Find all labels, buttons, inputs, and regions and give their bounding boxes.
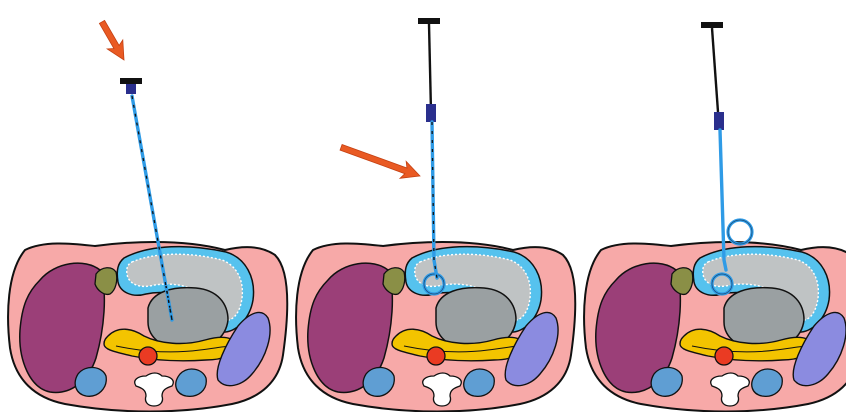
gallbladder	[671, 268, 693, 295]
pigtail-loop-outline	[728, 220, 752, 244]
gallbladder	[383, 268, 405, 295]
gallbladder	[95, 268, 117, 295]
aorta	[139, 347, 157, 365]
abdomen-cross-section-1	[8, 242, 287, 412]
left-kidney	[752, 369, 783, 396]
abdomen-cross-section-3	[584, 242, 846, 412]
left-kidney	[176, 369, 207, 396]
catheter-hub-icon	[426, 104, 436, 122]
orange-arrow-icon	[338, 139, 423, 185]
catheter-hub-icon	[714, 112, 724, 130]
stylet-handle	[418, 18, 440, 24]
catheter-hub-icon	[120, 78, 142, 94]
aorta	[427, 347, 445, 365]
stylet-handle	[701, 22, 723, 28]
figure-content	[8, 17, 846, 411]
orange-arrow-icon	[94, 17, 132, 64]
stylet-shaft	[712, 28, 718, 112]
stylet-shaft	[429, 24, 431, 112]
panel-2	[296, 18, 575, 412]
left-kidney	[464, 369, 495, 396]
panel-3	[584, 22, 846, 412]
panel-1	[8, 17, 287, 411]
aorta	[715, 347, 733, 365]
